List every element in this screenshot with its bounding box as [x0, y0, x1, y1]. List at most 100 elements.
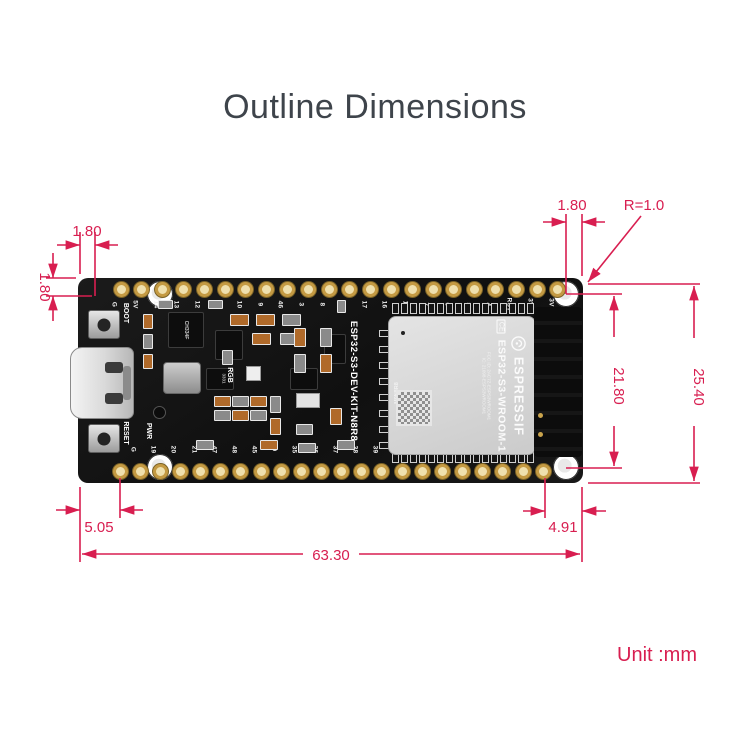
pin-hole — [535, 463, 551, 479]
pin-hole — [172, 463, 188, 479]
pin-hole — [259, 281, 275, 297]
inductor — [153, 406, 166, 419]
smd-component — [158, 300, 173, 309]
dim-label-pin-inset-right: 4.91 — [548, 519, 577, 536]
pin-hole — [321, 281, 337, 297]
dim-corner-radius-leader — [587, 215, 642, 283]
pin-hole — [354, 463, 370, 479]
smd-component — [260, 440, 278, 450]
capacitor — [296, 393, 320, 408]
smd-component — [294, 354, 306, 373]
module-cert-1: FCC ID: 2AC7Z-ESPS3WROOM1 — [486, 351, 492, 421]
smd-component — [232, 410, 249, 421]
dim-label-left: 1.80 — [36, 272, 53, 301]
ce-mark: CE — [497, 319, 506, 334]
dim-label-pin-inset-left: 5.05 — [84, 519, 113, 536]
dim-board-height — [588, 283, 700, 484]
smd-component — [337, 300, 346, 313]
pin-hole — [112, 463, 128, 479]
reset-button — [88, 424, 120, 453]
smd-component — [143, 314, 153, 329]
pin-label: 9 — [256, 302, 264, 307]
dim-pin-inset-left — [56, 478, 143, 562]
smd-component — [270, 418, 281, 435]
pin-label: 48 — [230, 445, 238, 454]
pin-hole — [342, 281, 358, 297]
module-pad — [428, 303, 435, 314]
pin-label: 10 — [235, 300, 243, 309]
module-pad — [419, 303, 426, 314]
module-brand: ESPRESSIF — [511, 356, 526, 437]
pin-label: 45 — [250, 445, 258, 454]
pin-hole — [132, 463, 148, 479]
smd-component — [143, 354, 153, 369]
smd-component — [214, 410, 231, 421]
pin-hole — [455, 463, 471, 479]
mounting-hole-bottom-right — [553, 454, 579, 480]
smd-component — [337, 440, 355, 450]
pin-hole — [529, 281, 545, 297]
dim-label-top-left: 1.80 — [72, 223, 101, 240]
pin-hole — [152, 463, 168, 479]
pin-hole — [508, 281, 524, 297]
pin-hole — [495, 463, 511, 479]
smd-component — [208, 300, 223, 309]
reset-label: RESET — [122, 421, 130, 445]
smd-component — [250, 410, 267, 421]
usb-c-connector — [70, 347, 134, 419]
usb-uart-chip-label: CH334F — [183, 320, 189, 340]
module-cert-2: IC: 21098-ESPS3WROOM1 — [481, 357, 487, 415]
smd-component — [252, 333, 271, 345]
pin-hole — [155, 281, 171, 297]
pin-hole — [374, 463, 390, 479]
pin-hole — [446, 281, 462, 297]
dim-label-top-right: 1.80 — [557, 197, 586, 214]
dim-label-hole-span: 21.80 — [610, 367, 627, 405]
smd-component — [232, 396, 249, 407]
pin-hole — [487, 281, 503, 297]
pin-hole — [394, 463, 410, 479]
smd-component — [196, 440, 214, 450]
boot-label: BOOT — [122, 302, 130, 324]
pin-hole — [213, 463, 229, 479]
smd-component — [143, 334, 153, 349]
smd-component — [222, 350, 233, 365]
module-pad — [446, 303, 453, 314]
pin-hole — [217, 281, 233, 297]
pin-hole — [193, 463, 209, 479]
module-pad — [464, 303, 471, 314]
smd-component — [320, 328, 332, 347]
smd-component — [256, 314, 275, 326]
smd-component — [282, 314, 301, 326]
module-brand-row: ESPRESSIF — [511, 336, 527, 436]
smd-component — [270, 396, 281, 413]
module-pad — [527, 303, 534, 314]
boot-button — [88, 310, 120, 339]
module-pad — [509, 303, 516, 314]
module-pad — [473, 303, 480, 314]
pin-hole — [293, 463, 309, 479]
smd-component — [296, 424, 313, 435]
pin-hole — [414, 463, 430, 479]
module-qr-code — [396, 390, 432, 426]
smd-component — [230, 314, 249, 326]
module-pad — [455, 303, 462, 314]
module-pad — [401, 303, 408, 314]
smd-component — [250, 396, 267, 407]
pin-hole — [475, 463, 491, 479]
pin-hole — [238, 281, 254, 297]
pin-hole — [404, 281, 420, 297]
module-model: ESP32-S3-WROOM-1 — [495, 339, 508, 453]
pin-label: 16 — [380, 300, 388, 309]
pin-hole — [134, 281, 150, 297]
pin-label: 3 — [297, 302, 305, 307]
module-pad — [491, 303, 498, 314]
smd-component — [320, 354, 332, 373]
pin-hole — [434, 463, 450, 479]
smd-component — [298, 443, 316, 453]
module-pad — [392, 303, 399, 314]
module-pad — [518, 303, 525, 314]
module-antenna-section — [534, 307, 582, 457]
module-pad — [500, 303, 507, 314]
